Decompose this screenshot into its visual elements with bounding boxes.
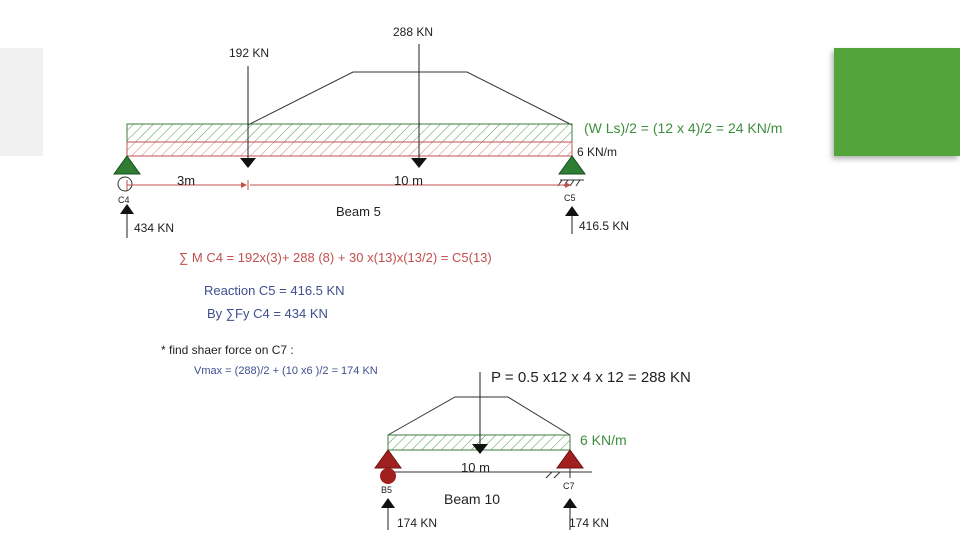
support-c7-label: C7 (563, 481, 575, 491)
support-b5-label: B5 (381, 485, 393, 495)
beam10-name: Beam 10 (444, 491, 501, 507)
reaction-b5-label: 174 KN (397, 516, 438, 530)
vmax-equation: Vmax = (288)/2 + (10 x6 )/2 = 174 KN (194, 365, 378, 377)
beam5-trapezoid-load (247, 71, 573, 126)
sum-fy-result: By ∑Fy C4 = 434 KN (207, 306, 328, 321)
beam5-name: Beam 5 (336, 204, 381, 219)
beam5-support-c5 (557, 155, 586, 187)
beam10-udl-label: 6 KN/m (580, 432, 627, 448)
triangle-load-note: (W Ls)/2 = (12 x 4)/2 = 24 KN/m (584, 120, 783, 136)
beam10-support-b5 (374, 449, 402, 484)
beam5-point-load-192 (240, 66, 256, 168)
p-equation: P = 0.5 x12 x 4 x 12 = 288 KN (491, 369, 691, 386)
beam5-point-load-288 (411, 44, 427, 168)
diagram-panel-top (43, 10, 823, 332)
support-c5-label: C5 (564, 193, 576, 203)
beam5-reaction-c5-arrow (565, 206, 579, 234)
beam5-support-c4 (113, 155, 141, 192)
accent-green-square (834, 48, 960, 156)
reaction-c5-result: Reaction C5 = 416.5 KN (204, 283, 345, 298)
span-3m-label: 3m (177, 173, 196, 188)
beam5-udl-band (126, 123, 573, 143)
reaction-c5-label: 416.5 KN (579, 219, 630, 233)
moment-equation: ∑ M C4 = 192x(3)+ 288 (8) + 30 x(13)x(13… (179, 250, 492, 265)
beam10-reaction-c7-arrow (563, 498, 577, 530)
reaction-c7-label: 174 KN (569, 516, 610, 530)
support-c4-label: C4 (118, 195, 130, 205)
load-192-label: 192 KN (229, 46, 270, 60)
beam10-support-c7 (545, 449, 592, 479)
beam10-trapezoid-load (387, 396, 571, 436)
beam10-point-load (472, 372, 488, 454)
beam5-reaction-c4-arrow (120, 204, 134, 238)
beam10-span-label: 10 m (461, 460, 490, 475)
beam10-reaction-b5-arrow (381, 498, 395, 530)
beam5-dimension-lines (126, 180, 571, 190)
span-10m-label: 10 m (394, 173, 423, 188)
beam5-udl-label: 6 KN/m (577, 145, 618, 159)
shear-force-note: * find shaer force on C7 : (161, 343, 294, 357)
reaction-c4-label: 434 KN (134, 221, 175, 235)
load-288-label: 288 KN (393, 25, 434, 39)
beam5-beam-body (126, 141, 573, 157)
